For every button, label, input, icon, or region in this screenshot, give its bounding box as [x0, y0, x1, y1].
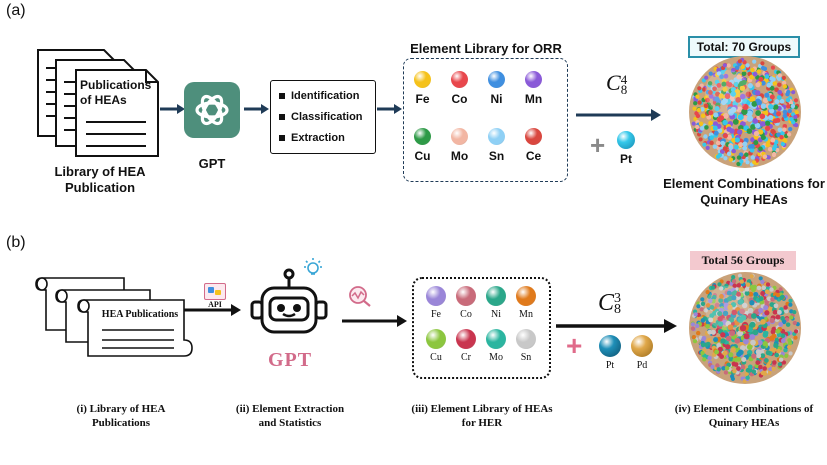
caption-ii: (ii) Element Extraction and Statistics [235, 403, 345, 429]
arrow-b-2 [342, 315, 407, 327]
publications-document-stack [37, 49, 159, 157]
lightbulb-icon [304, 258, 322, 275]
element-a-ball-sn [488, 128, 505, 145]
library-label-a: Library of HEA Publication [54, 164, 146, 195]
element-b-label-sn: Sn [520, 352, 532, 363]
element-b-label-mo: Mo [489, 352, 503, 363]
element-a-label-co: Co [451, 92, 468, 106]
panel-a-letter: (a) [6, 2, 26, 19]
step-classification: Classification [279, 111, 363, 123]
element-a-label-mo: Mo [450, 149, 469, 163]
element-library-box-a [403, 58, 568, 182]
element-library-title-a: Element Library for ORR [410, 41, 562, 56]
publications-doc-text: Publications of HEAs [80, 78, 152, 107]
element-b-ball-mn [516, 286, 536, 306]
element-b-label-co: Co [460, 309, 472, 320]
plus-icon-a: + [590, 130, 606, 160]
element-a-label-ce: Ce [525, 149, 542, 163]
element-b-ball-cr [456, 329, 476, 349]
element-a-label-sn: Sn [488, 149, 505, 163]
caption-i: (i) Library of HEA Publications [76, 403, 166, 429]
pd-label-b: Pd [636, 360, 648, 371]
arrow-a-2 [244, 104, 269, 114]
quinary-combinations-sphere-a [689, 56, 801, 168]
pt-ball-b [599, 335, 621, 357]
processing-steps-box: Identification Classification Extraction [270, 80, 376, 154]
result-label-a: Element Combinations for Quinary HEAs [663, 176, 825, 207]
element-a-ball-mn [525, 71, 542, 88]
api-icon [204, 283, 226, 300]
element-a-ball-cu [414, 128, 431, 145]
hea-publications-doc-text: HEA Publications [101, 309, 179, 320]
caption-iii: (iii) Element Library of HEAs for HER [411, 403, 553, 429]
total-groups-badge-b: Total 56 Groups [690, 251, 796, 270]
plus-icon-b: + [566, 330, 583, 361]
element-a-label-fe: Fe [415, 92, 430, 106]
element-b-ball-mo [486, 329, 506, 349]
pt-label-a: Pt [620, 152, 632, 166]
element-b-label-cu: Cu [430, 352, 442, 363]
element-a-label-ni: Ni [490, 92, 503, 106]
element-b-label-fe: Fe [431, 309, 441, 320]
magnifier-chart-icon [349, 286, 371, 307]
combination-arrow-b [556, 319, 677, 333]
element-b-label-ni: Ni [491, 309, 501, 320]
pt-label-b: Pt [605, 360, 615, 371]
element-b-ball-cu [426, 329, 446, 349]
element-a-ball-ni [488, 71, 505, 88]
element-b-ball-co [456, 286, 476, 306]
gpt-logo [184, 82, 240, 138]
element-a-ball-co [451, 71, 468, 88]
caption-iv: (iv) Element Combinations of Quinary HEA… [674, 403, 814, 429]
element-a-ball-fe [414, 71, 431, 88]
gpt-label-a: GPT [198, 156, 226, 171]
element-a-label-mn: Mn [524, 92, 543, 106]
gpt-label-b: GPT [267, 349, 313, 371]
gpt-robot-icon [250, 268, 328, 334]
element-b-label-mn: Mn [519, 309, 533, 320]
pt-ball-a [617, 131, 635, 149]
step-extraction: Extraction [279, 132, 345, 144]
element-a-ball-mo [451, 128, 468, 145]
element-b-ball-ni [486, 286, 506, 306]
pd-ball-b [631, 335, 653, 357]
element-a-label-cu: Cu [414, 149, 431, 163]
element-b-ball-sn [516, 329, 536, 349]
hea-publications-scroll-stack [35, 277, 193, 357]
panel-b-letter: (b) [6, 234, 26, 251]
quinary-combinations-sphere-b [689, 272, 801, 384]
element-a-ball-ce [525, 128, 542, 145]
openai-knot-icon [195, 94, 229, 126]
step-identification: Identification [279, 90, 359, 102]
arrow-a-3 [377, 104, 402, 114]
element-library-box-b [412, 277, 551, 379]
element-b-ball-fe [426, 286, 446, 306]
api-label: API [208, 300, 222, 309]
arrow-b-1 [184, 304, 241, 316]
element-b-label-cr: Cr [461, 352, 471, 363]
combination-arrow-a [576, 109, 661, 121]
arrow-a-1 [160, 104, 185, 114]
